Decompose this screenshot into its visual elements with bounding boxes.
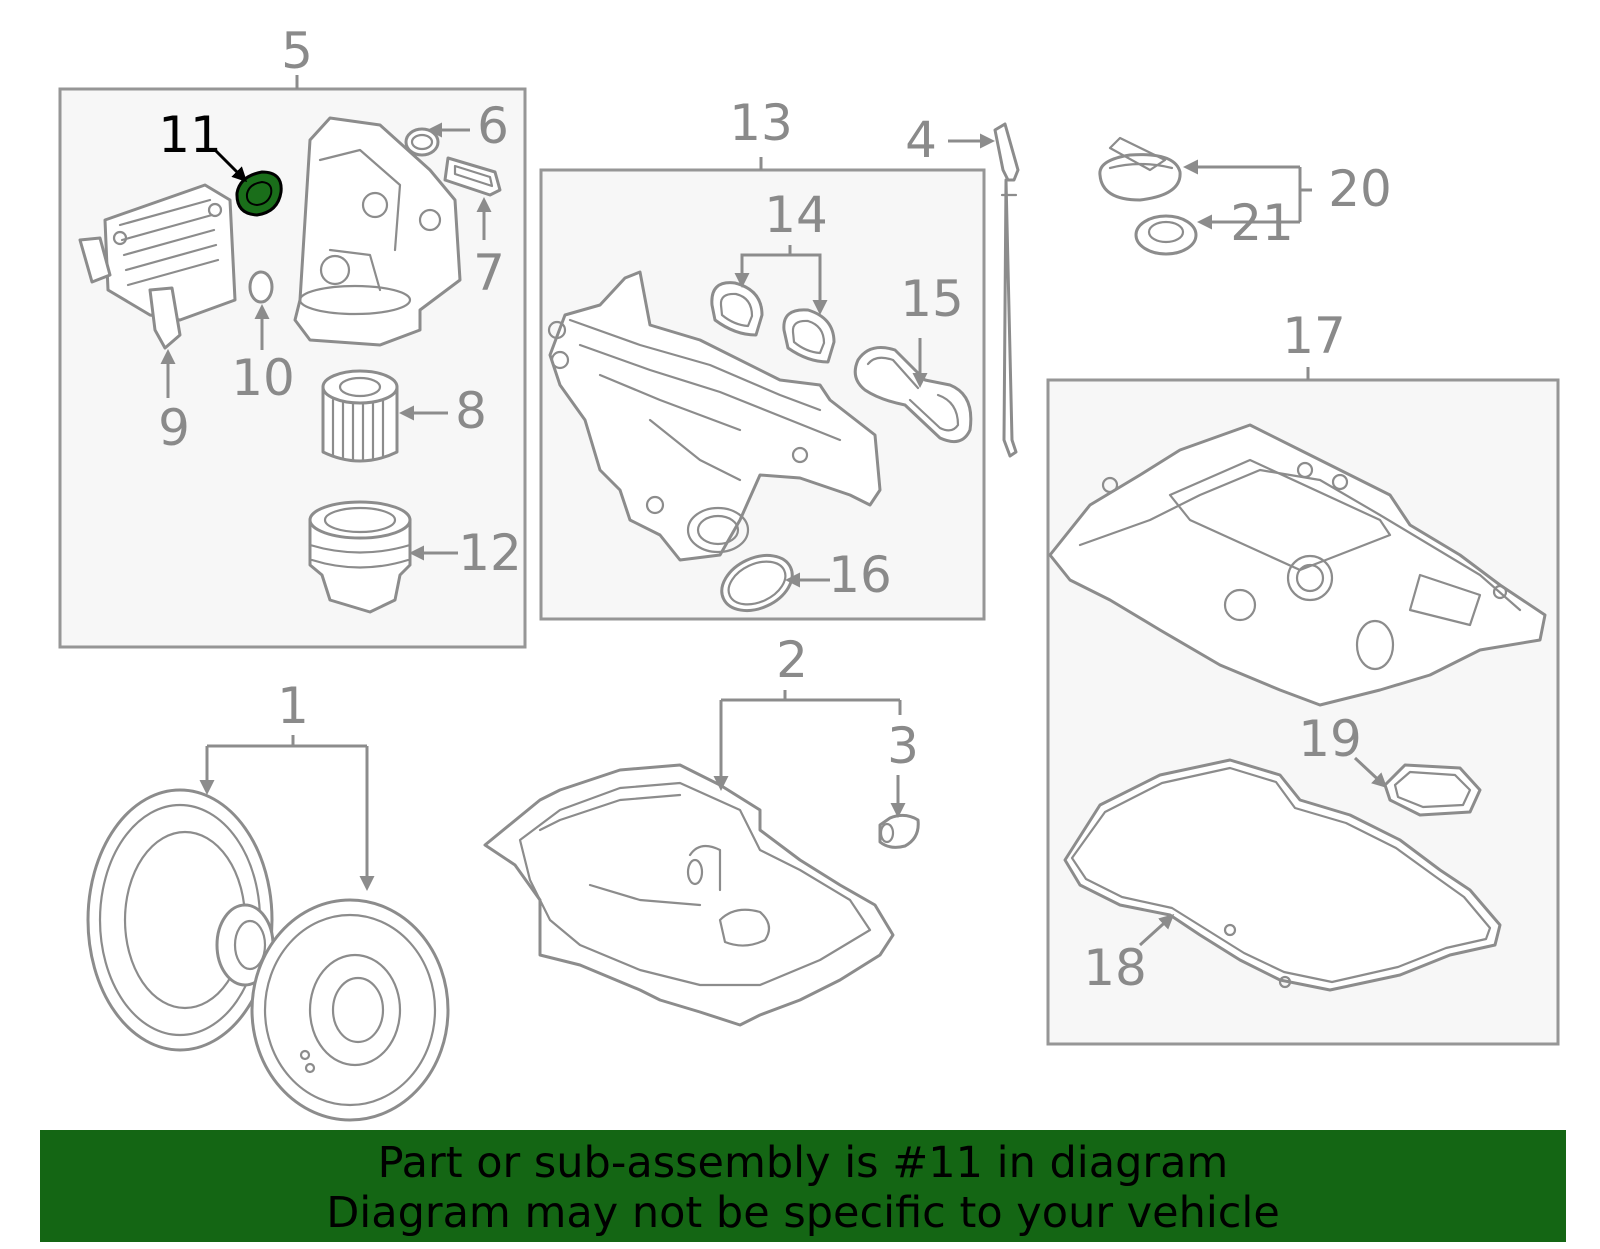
banner-line-2: Diagram may not be specific to your vehi… xyxy=(326,1188,1280,1238)
callout-8: 8 xyxy=(455,382,487,440)
callout-2: 2 xyxy=(776,631,808,689)
o-ring-part-10 xyxy=(248,270,274,304)
gasket-part-6 xyxy=(404,127,440,157)
banner-line-1: Part or sub-assembly is #11 in diagram xyxy=(377,1138,1229,1188)
leader-line-2 xyxy=(719,690,902,785)
callout-14: 14 xyxy=(764,186,828,244)
gasket-part-16 xyxy=(720,553,794,613)
dipstick-part-4 xyxy=(993,122,1020,458)
drain-plug-part-3 xyxy=(878,813,920,849)
oil-cooler-part-9 xyxy=(78,183,237,350)
leader-line-1 xyxy=(205,735,369,888)
callout-10: 10 xyxy=(231,349,295,407)
leader-line-19 xyxy=(1353,756,1388,789)
callout-12: 12 xyxy=(458,524,522,582)
callout-19: 19 xyxy=(1298,710,1362,768)
gasket-part-18 xyxy=(1063,758,1502,992)
callout-9: 9 xyxy=(158,399,190,457)
callout-7: 7 xyxy=(473,244,505,302)
seal-part-21 xyxy=(1134,214,1198,256)
callout-5: 5 xyxy=(281,22,313,80)
callout-11[interactable]: 11 xyxy=(158,106,222,164)
callout-6: 6 xyxy=(477,97,509,155)
oil-filter-housing-part-5 xyxy=(293,116,462,347)
callout-20: 20 xyxy=(1328,160,1392,218)
leader-line-11[interactable] xyxy=(213,148,248,183)
valve-cover-part-17 xyxy=(1048,423,1547,707)
crankshaft-pulley-part-1 xyxy=(86,788,450,1122)
gasket-part-7 xyxy=(443,156,502,197)
callout-4: 4 xyxy=(905,111,937,169)
intake-manifold-part-13 xyxy=(547,270,882,562)
footer-banner: Part or sub-assembly is #11 in diagram D… xyxy=(40,1130,1566,1242)
oil-filter-cap-part-12 xyxy=(308,500,412,614)
callout-15: 15 xyxy=(900,270,964,328)
gasket-part-19 xyxy=(1383,763,1482,817)
callout-16: 16 xyxy=(828,546,892,604)
callout-17: 17 xyxy=(1282,307,1346,365)
callout-21: 21 xyxy=(1230,194,1294,252)
oil-pan-part-2 xyxy=(483,763,895,1027)
callout-1: 1 xyxy=(277,677,309,735)
callout-18: 18 xyxy=(1083,939,1147,997)
oil-filler-cap-part-20 xyxy=(1098,136,1182,202)
gasket-part-15 xyxy=(853,346,973,444)
oil-filter-element-part-8 xyxy=(321,369,399,463)
leader-line-18 xyxy=(1138,913,1175,947)
highlighted-gasket-part-11 xyxy=(235,170,283,217)
callout-3: 3 xyxy=(887,717,919,775)
callout-13: 13 xyxy=(729,94,793,152)
